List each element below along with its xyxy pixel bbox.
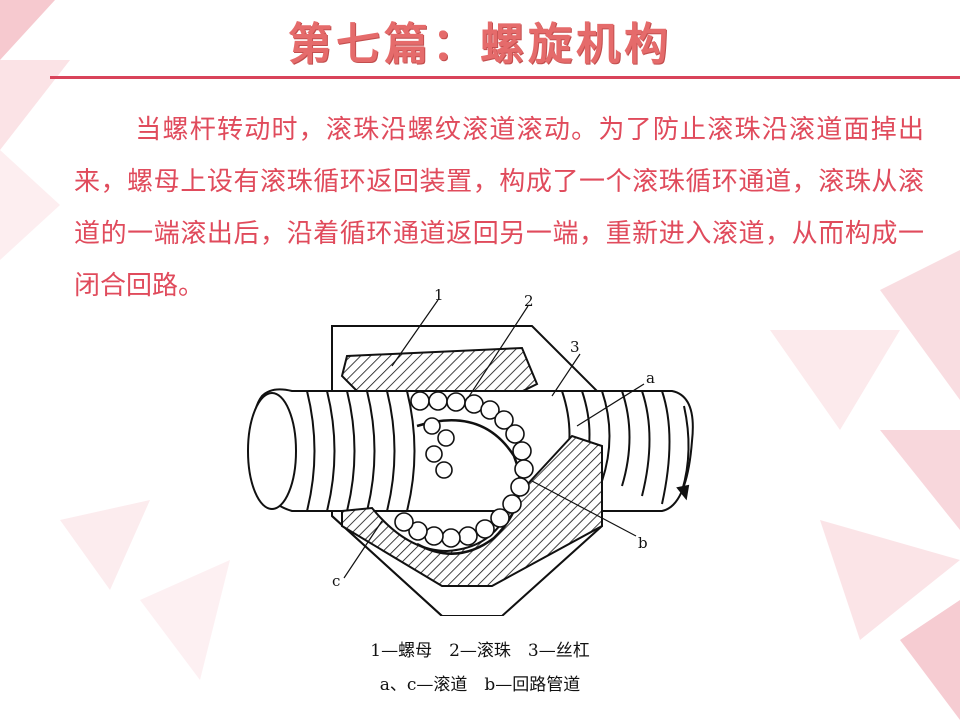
label-b: b [638, 534, 648, 552]
label-c: c [332, 572, 340, 590]
label-1: 1 [434, 286, 444, 304]
ball-screw-diagram: 1 2 3 a b c [247, 286, 694, 616]
legend-line-2: a、c—滚道 b—回路管道 [379, 675, 581, 695]
label-2: 2 [524, 292, 534, 310]
label-3: 3 [570, 338, 580, 356]
body-paragraph: 当螺杆转动时，滚珠沿螺纹滚道滚动。为了防止滚珠沿滚道面掉出来，螺母上设有滚珠循环… [74, 104, 924, 312]
legend-line-1: 1—螺母 2—滚珠 3—丝杠 [370, 641, 590, 661]
title-divider [50, 76, 960, 79]
page-title: 第七篇：螺旋机构 [288, 19, 672, 70]
paragraph-text: 当螺杆转动时，滚珠沿螺纹滚道滚动。为了防止滚珠沿滚道面掉出来，螺母上设有滚珠循环… [74, 115, 924, 301]
label-a: a [646, 369, 655, 387]
